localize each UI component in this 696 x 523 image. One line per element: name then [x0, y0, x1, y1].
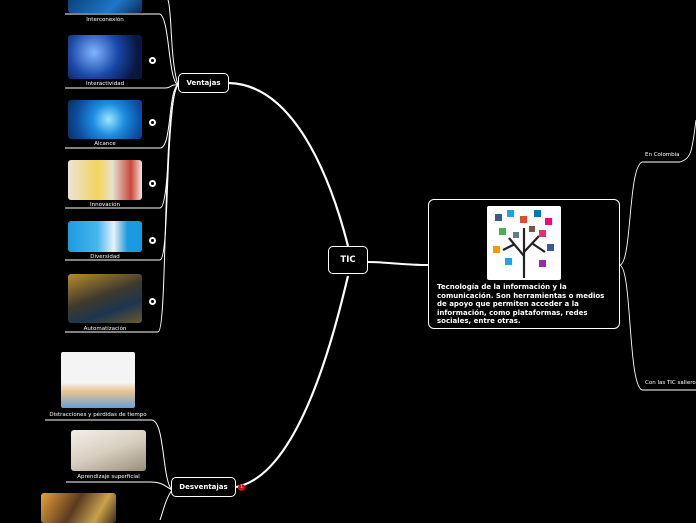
branch-ventajas[interactable]: Ventajas — [178, 73, 229, 93]
automatizacion-image — [68, 274, 142, 323]
item-label-distracciones: Distracciones y pérdidas de tiempo — [49, 412, 147, 418]
item-label-innovacion: Innovación — [90, 202, 120, 208]
globe-icon[interactable] — [149, 237, 156, 244]
aprendizaje-image — [71, 430, 146, 471]
item-label-interactividad: Interactividad — [85, 81, 125, 87]
third-desventaja-image — [41, 493, 116, 523]
diversidad-image — [68, 221, 142, 252]
definition-node[interactable]: Tecnología de la información y la comuni… — [428, 199, 620, 329]
central-topic-tic[interactable]: TIC — [328, 246, 368, 274]
social-media-tree-image — [487, 206, 561, 280]
globe-icon[interactable] — [149, 298, 156, 305]
item-label-interconexion: Interconexión — [86, 17, 124, 23]
item-label-alcance: Alcance — [94, 141, 116, 147]
distracciones-image — [61, 352, 135, 408]
definition-text: Tecnología de la información y la comuni… — [437, 283, 605, 326]
notification-badge[interactable]: 1 — [238, 484, 245, 491]
item-label-diversidad: Diversidad — [90, 254, 120, 260]
branch-desventajas-label: Desventajas — [179, 483, 228, 491]
globe-icon[interactable] — [149, 180, 156, 187]
item-label-automatizacion: Automatización — [83, 326, 127, 332]
globe-icon[interactable] — [149, 57, 156, 64]
globe-icon[interactable] — [149, 119, 156, 126]
central-topic-label: TIC — [340, 255, 356, 265]
branch-ventajas-label: Ventajas — [186, 79, 221, 87]
item-label-aprendizaje: Aprendizaje superficial — [77, 474, 140, 480]
branch-desventajas[interactable]: Desventajas — [171, 477, 236, 497]
innovacion-image — [68, 160, 142, 200]
alcance-image — [68, 100, 142, 139]
branch-en-colombia[interactable]: En Colombia — [645, 152, 680, 158]
interactividad-image — [68, 35, 142, 79]
branch-con-las-tic[interactable]: Con las TIC saliero — [645, 380, 696, 386]
interconexion-image — [68, 0, 142, 13]
